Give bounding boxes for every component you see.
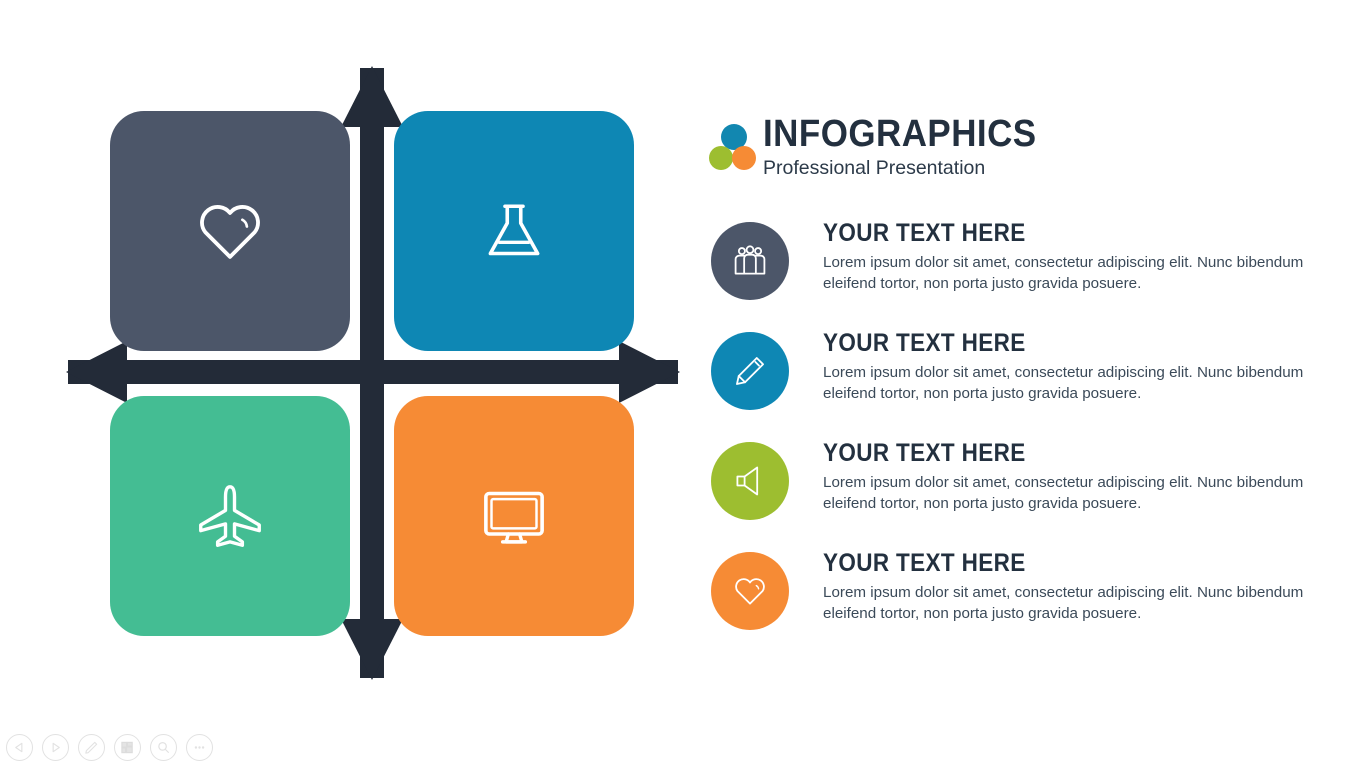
quadrant-tile-top-right[interactable] <box>394 111 634 351</box>
logo-icon <box>709 124 756 170</box>
content-panel: INFOGRAPHICS Professional Presentation <box>708 112 1348 658</box>
feature-badge-3[interactable] <box>711 442 789 520</box>
quadrant-tile-top-left[interactable] <box>110 111 350 351</box>
feature-body: YOUR TEXT HERE Lorem ipsum dolor sit ame… <box>823 218 1333 294</box>
heart-icon <box>735 578 765 605</box>
quadrant-tile-bottom-right[interactable] <box>394 396 634 636</box>
brand-header: INFOGRAPHICS Professional Presentation <box>708 112 1348 190</box>
feature-badge-1[interactable] <box>711 222 789 300</box>
feature-row[interactable]: YOUR TEXT HERE Lorem ipsum dolor sit ame… <box>708 218 1348 328</box>
feature-row[interactable]: YOUR TEXT HERE Lorem ipsum dolor sit ame… <box>708 328 1348 438</box>
speaker-icon <box>736 466 759 496</box>
layers-icon <box>121 741 133 754</box>
edit-button[interactable] <box>78 734 105 761</box>
ellipsis-icon <box>194 746 205 749</box>
more-button[interactable] <box>186 734 213 761</box>
feature-body: YOUR TEXT HERE Lorem ipsum dolor sit ame… <box>823 548 1333 624</box>
brand-title: INFOGRAPHICS <box>763 113 1037 155</box>
layers-button[interactable] <box>114 734 141 761</box>
heart-icon <box>200 205 260 259</box>
feature-title: YOUR TEXT HERE <box>823 439 1026 467</box>
feature-row[interactable]: YOUR TEXT HERE Lorem ipsum dolor sit ame… <box>708 438 1348 548</box>
play-right-icon <box>52 742 60 753</box>
zoom-button[interactable] <box>150 734 177 761</box>
next-button[interactable] <box>42 734 69 761</box>
feature-row[interactable]: YOUR TEXT HERE Lorem ipsum dolor sit ame… <box>708 548 1348 658</box>
feature-description: Lorem ipsum dolor sit amet, consectetur … <box>823 474 1304 512</box>
quadrant-diagram <box>0 0 700 700</box>
pencil-icon <box>85 741 98 754</box>
logo-dot-blue <box>721 124 747 150</box>
feature-description: Lorem ipsum dolor sit amet, consectetur … <box>823 584 1304 622</box>
feature-list: YOUR TEXT HERE Lorem ipsum dolor sit ame… <box>708 218 1348 658</box>
feature-title: YOUR TEXT HERE <box>823 549 1026 577</box>
pencil-icon <box>736 357 764 385</box>
bottom-toolbar <box>6 734 213 761</box>
brand-text-wrap: INFOGRAPHICS Professional Presentation <box>763 112 1060 180</box>
play-left-icon <box>15 742 23 753</box>
feature-description: Lorem ipsum dolor sit amet, consectetur … <box>823 364 1304 402</box>
feature-title: YOUR TEXT HERE <box>823 219 1026 247</box>
previous-button[interactable] <box>6 734 33 761</box>
feature-title: YOUR TEXT HERE <box>823 329 1026 357</box>
logo-dot-green <box>709 146 733 170</box>
airplane-icon <box>199 485 261 547</box>
feature-badge-4[interactable] <box>711 552 789 630</box>
feature-body: YOUR TEXT HERE Lorem ipsum dolor sit ame… <box>823 328 1333 404</box>
feature-description: Lorem ipsum dolor sit amet, consectetur … <box>823 254 1304 292</box>
monitor-icon <box>484 491 544 544</box>
magnifier-icon <box>158 742 169 753</box>
brand-subtitle: Professional Presentation <box>763 157 986 179</box>
flask-icon <box>488 204 540 256</box>
feature-badge-2[interactable] <box>711 332 789 410</box>
logo-dot-orange <box>732 146 756 170</box>
feature-body: YOUR TEXT HERE Lorem ipsum dolor sit ame… <box>823 438 1333 514</box>
quadrant-tile-bottom-left[interactable] <box>110 396 350 636</box>
people-group-icon <box>734 245 766 275</box>
